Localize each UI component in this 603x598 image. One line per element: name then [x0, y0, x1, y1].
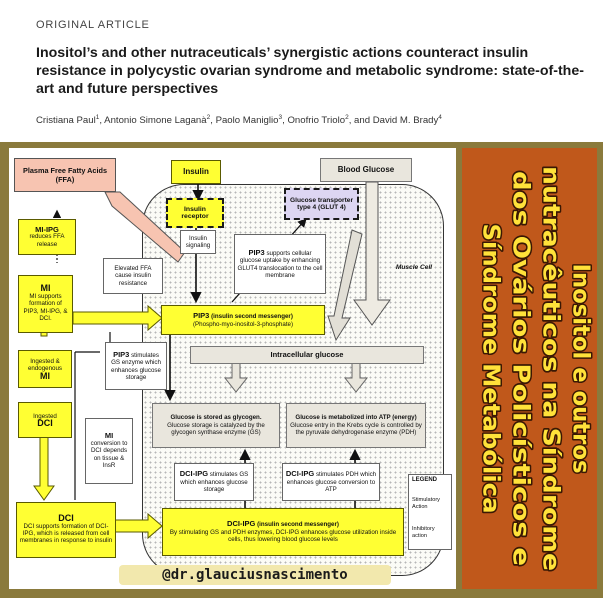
- author-list: Cristiana Paul1, Antonio Simone Laganà2,…: [36, 114, 442, 127]
- insulin-receptor-box: Insulin receptor: [166, 198, 224, 228]
- dci-ipg-gs-box: DCI-IPG stimulates GS which enhances glu…: [174, 463, 254, 501]
- blood-glucose-down-arrow: [353, 181, 391, 326]
- article-title: Inositol’s and other nutraceuticals’ syn…: [36, 45, 584, 97]
- ingested-dci-box: Ingested DCI: [18, 402, 72, 438]
- banner-line-1: Inositol e outros: [568, 264, 594, 474]
- mi-conversion-box: MI conversion to DCI depends on tissue &…: [85, 418, 133, 484]
- banner-title: Inositol e outros nutracêuticos na Síndr…: [476, 165, 595, 573]
- plasma-ffa-box: Plasma Free Fatty Acids(FFA): [14, 158, 116, 192]
- author-name: David M. Brady: [372, 115, 439, 127]
- mi-to-pip3-arrow: [72, 304, 163, 332]
- banner-line-2: nutracêuticos na Síndrome: [538, 166, 564, 571]
- author-name: Onofrio Triolo: [287, 115, 346, 127]
- intracellular-glucose-box: Intracellular glucose: [190, 346, 424, 364]
- mi-box: MI MI supports formation of PIP3, MI-IPG…: [18, 275, 73, 333]
- ffa-to-receptor-arrow: [104, 191, 186, 263]
- dci-box: DCI DCI supports formation of DCI-IPG, w…: [16, 502, 116, 558]
- elevated-ffa-box: Elevated FFA cause insulin resistance: [103, 258, 163, 294]
- author-affiliation: 4: [438, 114, 442, 121]
- author-affiliation: 2: [345, 114, 349, 121]
- legend-stimulatory: Stimulatory Action: [412, 497, 440, 510]
- dci-ipg-pdh-box: DCI-IPG stimulates PDH which enhances gl…: [282, 463, 380, 501]
- legend-box: LEGEND Stimulatory Action Inhibitory act…: [408, 474, 452, 550]
- intracellular-to-atp-arrow: [343, 362, 369, 393]
- article-header: ORIGINAL ARTICLE Inositol’s and other nu…: [0, 0, 603, 142]
- author-name: Antonio Simone Laganà: [104, 115, 207, 127]
- author-affiliation: 1: [95, 114, 100, 121]
- dci-ipg-main-box: DCI-IPG (insulin second messenger) By st…: [162, 508, 404, 556]
- insulin-box: Insulin: [171, 160, 221, 184]
- pip3-gs-box: PIP3 stimulates GS enzyme which enhances…: [105, 342, 167, 390]
- banner-line-3: dos Ovários Policísticos e: [508, 171, 534, 566]
- legend-inhibitory: Inhibitory action: [412, 526, 435, 539]
- author-affiliation: 2: [206, 114, 211, 121]
- banner-line-4: Síndrome Metabólica: [478, 224, 504, 514]
- glut4-box: Glucose transporter type 4 (GLUT 4): [284, 188, 359, 220]
- pip3-main-box: PIP3 (insulin second messenger) (Phospho…: [161, 305, 325, 335]
- insulin-signaling-label: Insulin signaling: [180, 230, 216, 254]
- author-name: Paolo Maniglio: [215, 115, 279, 127]
- article-type-label: ORIGINAL ARTICLE: [36, 19, 150, 31]
- glucose-into-cell-arrow: [327, 229, 363, 342]
- pip3-glut4-box: PIP3 supports cellular glucose uptake by…: [234, 234, 326, 294]
- ingested-dci-down-arrow: [33, 433, 55, 501]
- glucose-metabolized-box: Glucose is metabolized into ATP (energy)…: [286, 403, 426, 448]
- intracellular-to-stored-arrow: [223, 362, 249, 393]
- author-affiliation: 3: [278, 114, 283, 121]
- muscle-cell-label: Muscle Cell: [395, 264, 433, 272]
- blood-glucose-box: Blood Glucose: [320, 158, 412, 182]
- ingested-endogenous-mi-box: Ingested & endogenous MI: [18, 350, 72, 388]
- author-name: Cristiana Paul: [36, 115, 96, 127]
- portuguese-title-banner: Inositol e outros nutracêuticos na Síndr…: [462, 148, 597, 589]
- mi-ipg-box: MI-IPG reduces FFA release: [18, 219, 76, 255]
- dci-to-dciipg-arrow: [113, 512, 163, 540]
- glucose-stored-box: Glucose is stored as glycogen.Glucose st…: [152, 403, 280, 448]
- legend-title: LEGEND: [412, 477, 438, 483]
- watermark-handle: @dr.glauciusnascimento: [119, 565, 391, 585]
